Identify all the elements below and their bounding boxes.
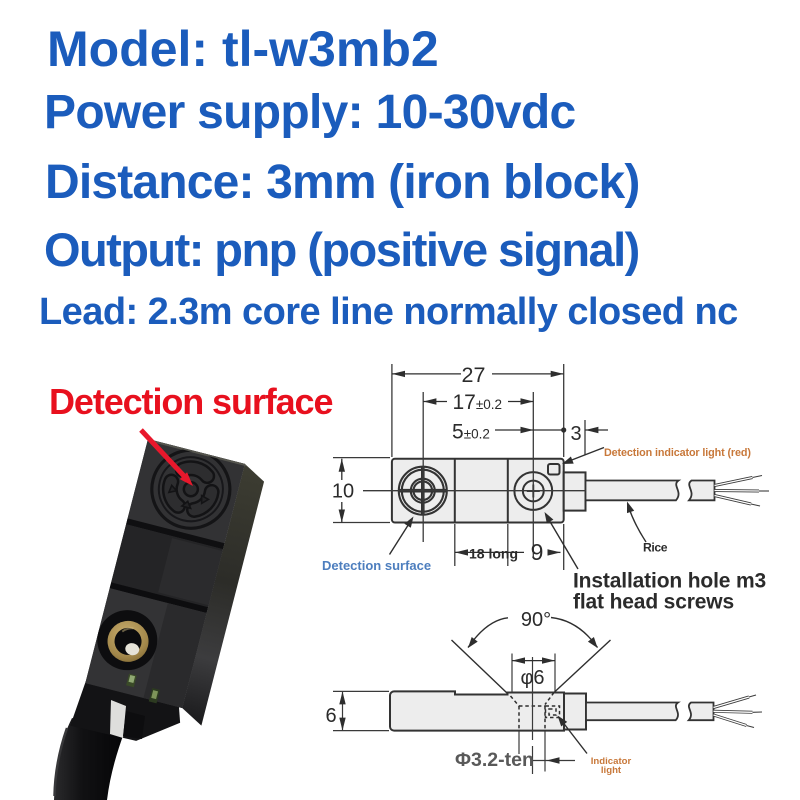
svg-text:Installation hole m3: Installation hole m3 — [573, 570, 766, 593]
svg-text:flat head screws: flat head screws — [573, 591, 734, 614]
svg-text:27: 27 — [462, 363, 486, 387]
svg-text:Indicator: Indicator — [591, 756, 632, 767]
svg-text:Φ3.2-ten: Φ3.2-ten — [455, 749, 534, 771]
svg-text:light: light — [601, 765, 622, 776]
svg-text:φ6: φ6 — [520, 667, 544, 689]
svg-text:3: 3 — [570, 423, 581, 445]
svg-text:10: 10 — [332, 481, 354, 503]
svg-text:Detection surface: Detection surface — [322, 558, 431, 573]
svg-text:6: 6 — [325, 705, 336, 727]
svg-text:90°: 90° — [521, 609, 551, 631]
svg-text:5±0.2: 5±0.2 — [452, 421, 490, 444]
svg-text:17±0.2: 17±0.2 — [453, 391, 503, 414]
svg-text:18 long: 18 long — [469, 546, 518, 562]
svg-text:Detection indicator light (red: Detection indicator light (red) — [604, 447, 751, 459]
svg-text:9: 9 — [531, 539, 544, 565]
svg-text:Rice: Rice — [643, 541, 668, 555]
